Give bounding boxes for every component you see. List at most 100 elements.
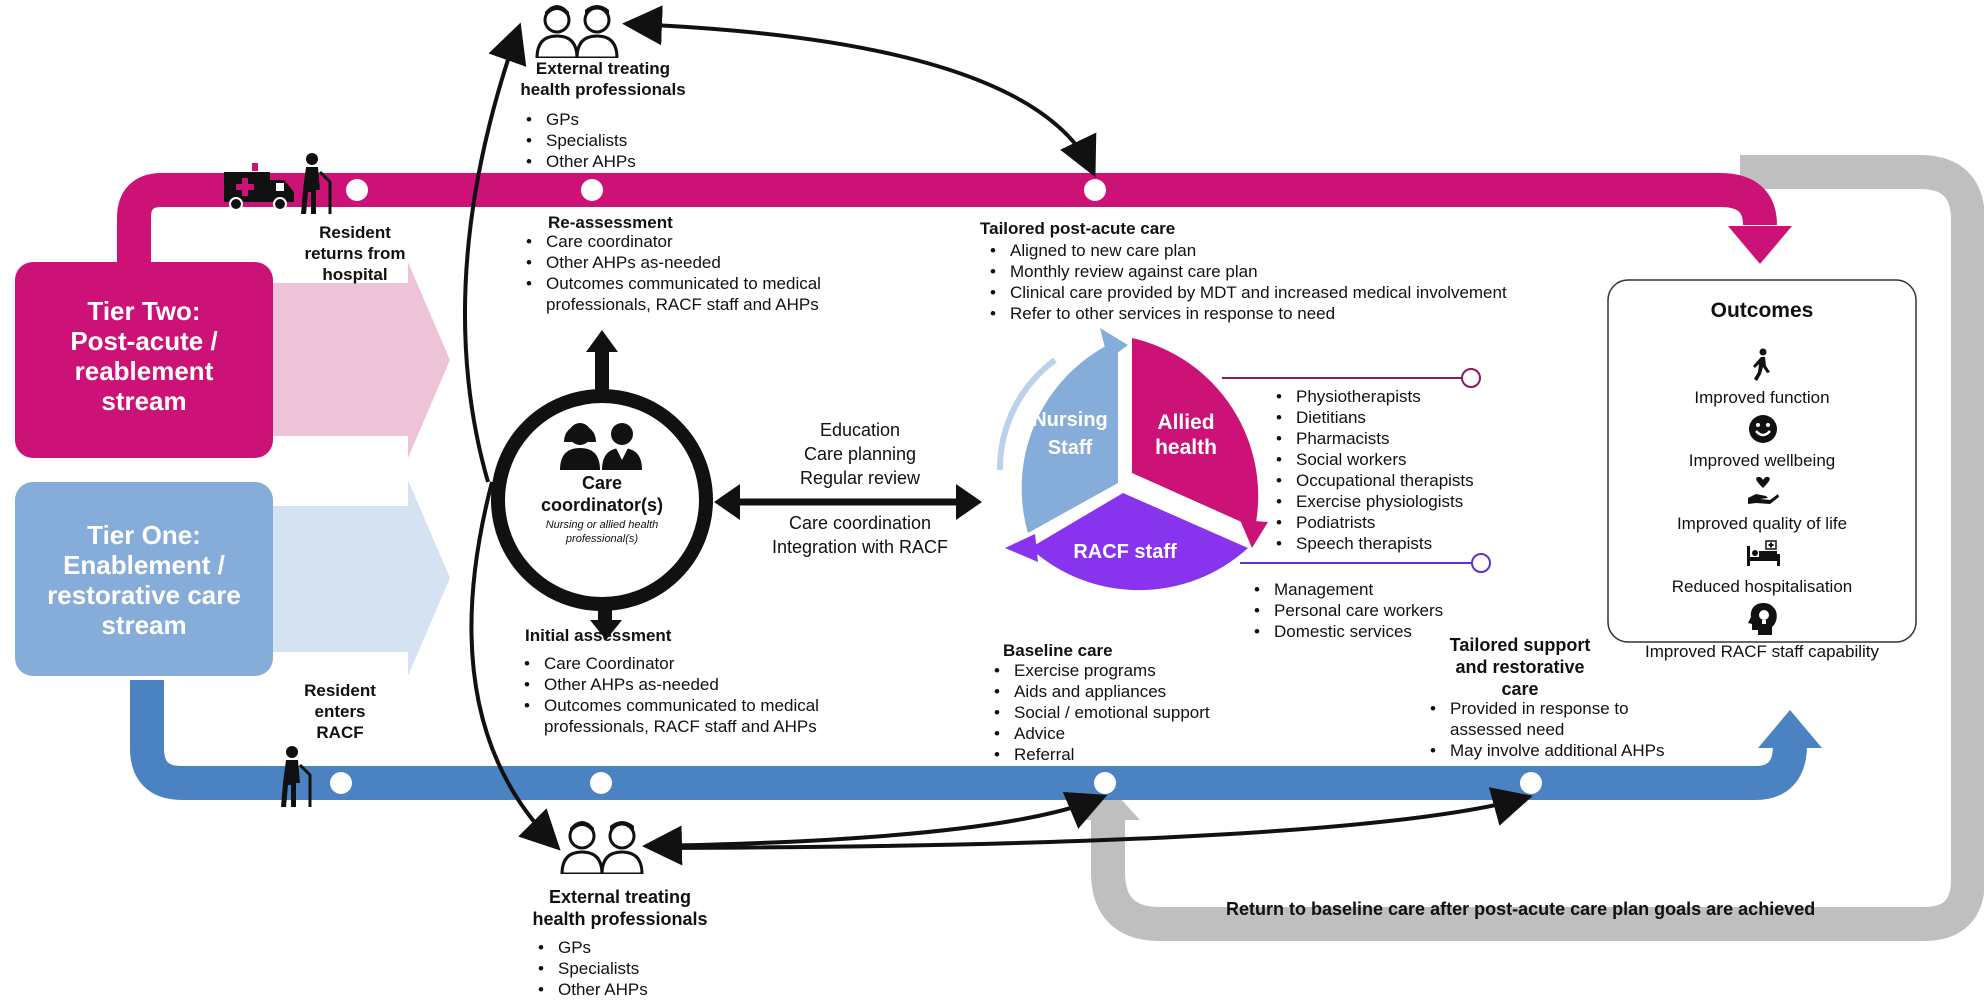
stream-dot bbox=[346, 179, 368, 201]
outcomes-title: Outcomes bbox=[1710, 299, 1814, 322]
list-item: Advice bbox=[992, 723, 1210, 744]
tier-two-chevron bbox=[270, 262, 450, 458]
initial-assessment-list: Care Coordinator Other AHPs as-needed Ou… bbox=[522, 653, 819, 737]
list-item: Other AHPs bbox=[524, 151, 636, 172]
list-item: GPs bbox=[536, 937, 648, 958]
tier-two-stream-line bbox=[117, 173, 1777, 262]
list-item: Speech therapists bbox=[1274, 533, 1474, 554]
tailored-post-acute-list: Aligned to new care plan Monthly review … bbox=[988, 240, 1507, 324]
list-item: Other AHPs as-needed bbox=[524, 252, 821, 273]
list-item: Social workers bbox=[1274, 449, 1474, 470]
list-item: Podiatrists bbox=[1274, 512, 1474, 533]
outcomes-box bbox=[1607, 279, 1917, 643]
external-bottom-title: External treating health professionals bbox=[532, 887, 708, 929]
hand-heart-icon bbox=[1748, 476, 1779, 504]
list-item: Other AHPs as-needed bbox=[522, 674, 819, 695]
tier-two-label: Tier Two: Post-acute / reablement stream bbox=[70, 296, 218, 416]
nursing-staff-arrowhead bbox=[1100, 328, 1128, 360]
coordinators-icon bbox=[560, 423, 642, 470]
tier-two-box bbox=[15, 262, 273, 458]
doctors-icon bbox=[560, 821, 644, 874]
baseline-care-list: Exercise programs Aids and appliances So… bbox=[992, 660, 1210, 765]
tier-one-box bbox=[15, 482, 273, 676]
list-item: Care Coordinator bbox=[522, 653, 819, 674]
racf-staff-sector bbox=[1030, 493, 1248, 591]
list-item: Care coordinator bbox=[524, 231, 821, 252]
external-top-list: GPs Specialists Other AHPs bbox=[524, 109, 636, 172]
allied-health-arrowhead bbox=[1240, 520, 1268, 548]
doctors-icon bbox=[535, 5, 619, 58]
racf-staff-list: Management Personal care workers Domesti… bbox=[1252, 579, 1443, 642]
list-item: Social / emotional support bbox=[992, 702, 1210, 723]
list-item: Specialists bbox=[524, 130, 636, 151]
list-item: Domestic services bbox=[1252, 621, 1443, 642]
list-item: Referral bbox=[992, 744, 1210, 765]
stream-dot bbox=[330, 772, 352, 794]
tier-one-stream-arrowhead bbox=[1758, 710, 1822, 748]
list-item: Occupational therapists bbox=[1274, 470, 1474, 491]
allied-health-list: Physiotherapists Dietitians Pharmacists … bbox=[1274, 386, 1474, 554]
return-to-baseline-label: Return to baseline care after post-acute… bbox=[1226, 899, 1816, 919]
external-top-title: External treating health professionals bbox=[520, 59, 686, 99]
reassessment-title: Re-assessment bbox=[548, 213, 673, 232]
allied-connector-end bbox=[1461, 368, 1481, 388]
coordination-label-above: Education Care planning Regular review bbox=[799, 420, 921, 488]
external-bottom-list: GPs Specialists Other AHPs bbox=[536, 937, 648, 1000]
tier-one-label: Tier One: Enablement / restorative care … bbox=[47, 520, 241, 640]
outcome-label: Reduced hospitalisation bbox=[1671, 577, 1853, 596]
care-coordinator-subtitle: Nursing or allied health professional(s) bbox=[545, 519, 659, 545]
coordinator-to-external-bottom-arrow bbox=[469, 481, 561, 851]
elderly-person-icon bbox=[301, 153, 332, 214]
racf-connector-end bbox=[1471, 553, 1491, 573]
tier-one-chevron bbox=[270, 480, 450, 676]
initial-assessment-title: Initial assessment bbox=[525, 626, 672, 645]
list-item: Provided in response to assessed need bbox=[1428, 698, 1665, 740]
return-loop bbox=[1091, 155, 1984, 941]
outcome-label: Improved wellbeing bbox=[1688, 451, 1836, 470]
care-coordinator-title: Care coordinator(s) bbox=[540, 473, 663, 515]
stream-dot bbox=[1520, 772, 1542, 794]
list-item: Other AHPs bbox=[536, 979, 648, 1000]
external-top-to-post-acute-arrow bbox=[622, 5, 1097, 178]
nursing-staff-sector bbox=[1021, 340, 1118, 533]
list-item: Physiotherapists bbox=[1274, 386, 1474, 407]
list-item: Personal care workers bbox=[1252, 600, 1443, 621]
head-lightbulb-icon bbox=[1748, 603, 1777, 635]
ambulance-icon bbox=[224, 163, 294, 211]
reassessment-list: Care coordinator Other AHPs as-needed Ou… bbox=[524, 231, 821, 315]
double-arrow-right-head bbox=[956, 484, 982, 520]
coordination-label-below: Care coordination Integration with RACF bbox=[771, 513, 949, 557]
allied-health-sector bbox=[1132, 338, 1259, 528]
elderly-person-icon bbox=[281, 746, 312, 807]
tier-two-stream-arrowhead bbox=[1728, 226, 1792, 264]
stream-dot bbox=[1084, 179, 1106, 201]
list-item: May involve additional AHPs bbox=[1428, 740, 1665, 761]
double-arrow-left-head bbox=[714, 484, 740, 520]
list-item: Refer to other services in response to n… bbox=[988, 303, 1507, 324]
list-item: Management bbox=[1252, 579, 1443, 600]
tier-one-stream-line bbox=[130, 680, 1807, 800]
tailored-support-list: Provided in response to assessed need Ma… bbox=[1428, 698, 1665, 761]
list-item: GPs bbox=[524, 109, 636, 130]
coordinator-to-external-top-arrow bbox=[462, 22, 527, 483]
outcome-label: Improved quality of life bbox=[1676, 514, 1848, 533]
racf-staff-arrowhead bbox=[1005, 534, 1038, 562]
list-item: Monthly review against care plan bbox=[988, 261, 1507, 282]
external-bottom-to-support-arrow bbox=[659, 787, 1533, 850]
list-item: Exercise programs bbox=[992, 660, 1210, 681]
nursing-staff-label: Nursing Staff bbox=[1032, 409, 1108, 459]
outcome-label: Improved function bbox=[1694, 388, 1830, 407]
outcome-label: Improved RACF staff capability bbox=[1645, 642, 1879, 661]
stream-dot bbox=[590, 772, 612, 794]
list-item: Specialists bbox=[536, 958, 648, 979]
stream-dot bbox=[1094, 772, 1116, 794]
down-arrow bbox=[590, 620, 622, 640]
list-item: Aligned to new care plan bbox=[988, 240, 1507, 261]
up-arrow bbox=[586, 330, 618, 352]
list-item: Clinical care provided by MDT and increa… bbox=[988, 282, 1507, 303]
resident-enters-label: Resident enters RACF bbox=[304, 681, 376, 742]
hospital-bed-icon bbox=[1747, 540, 1780, 566]
allied-health-label: Allied health bbox=[1155, 411, 1217, 459]
